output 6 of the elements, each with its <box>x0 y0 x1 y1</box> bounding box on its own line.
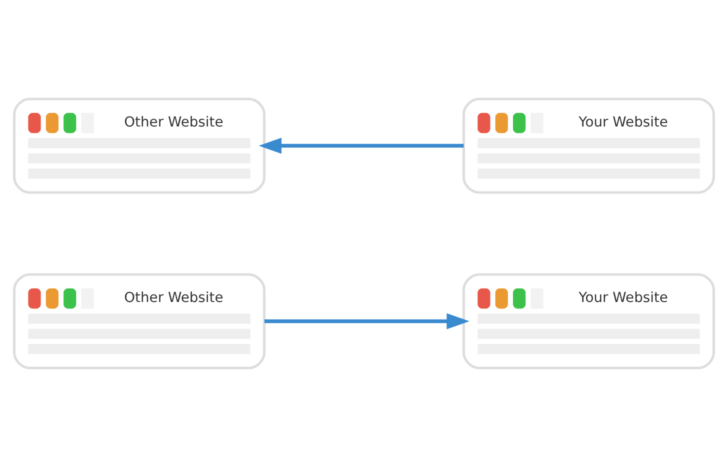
arrow <box>264 312 470 329</box>
node-box: Your Website <box>462 97 715 194</box>
arrow <box>258 137 464 154</box>
node-box: Your Website <box>462 272 715 369</box>
node-box: Other Website <box>13 272 266 369</box>
node-box: Other Website <box>13 97 266 194</box>
